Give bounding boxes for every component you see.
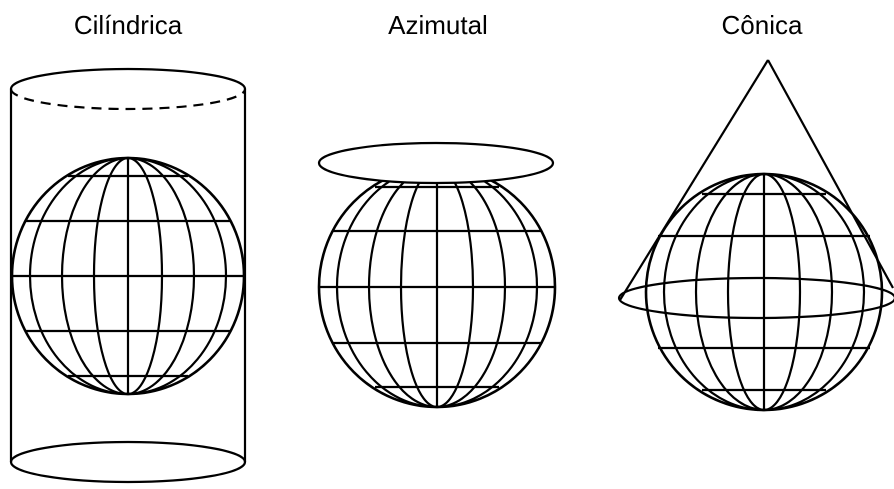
cylinder-top-back xyxy=(11,69,245,89)
globe-cylindrical xyxy=(12,158,244,394)
cone-left-side xyxy=(620,60,768,300)
tangent-plane xyxy=(319,143,553,183)
azimuthal-projection xyxy=(319,143,555,407)
globe-conical xyxy=(646,174,882,410)
globe-azimuthal xyxy=(319,167,555,407)
cylinder-bottom xyxy=(11,442,245,482)
conical-projection xyxy=(619,60,894,410)
label-azimutal: Azimutal xyxy=(328,8,548,42)
label-conica: Cônica xyxy=(652,8,872,42)
cylindrical-projection xyxy=(11,69,245,482)
cylinder-top-front-dashed xyxy=(11,89,245,109)
label-cilindrica: Cilíndrica xyxy=(18,8,238,42)
cone-base xyxy=(619,278,894,318)
cone-right-side xyxy=(768,60,893,288)
